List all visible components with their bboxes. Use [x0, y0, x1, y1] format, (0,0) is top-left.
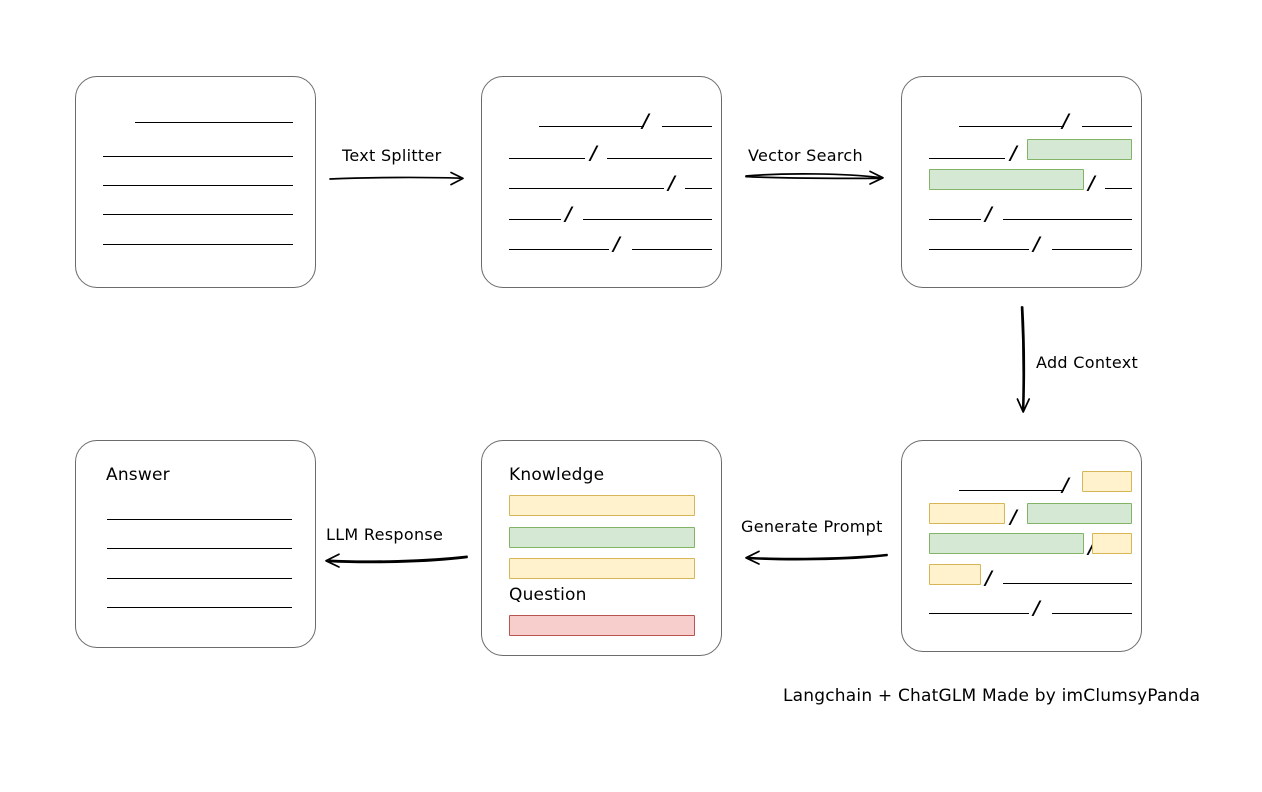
chunk-segment: [509, 249, 609, 250]
node-retrieved-chunks[interactable]: / / / / /: [901, 76, 1142, 288]
chunk-separator: /: [1088, 172, 1095, 194]
chunk-segment: [662, 126, 712, 127]
document-line: [135, 122, 293, 123]
chunk-segment: [509, 188, 664, 189]
chunk-segment: [1003, 583, 1132, 584]
edge-arrow-vector-search: [745, 170, 884, 185]
chunk-separator: /: [1010, 506, 1017, 528]
edge-arrow-llm-response: [325, 553, 468, 568]
chunk-segment: [509, 219, 561, 220]
chunk-separator: /: [1010, 142, 1017, 164]
document-line: [103, 156, 293, 157]
chunk-separator: /: [565, 203, 572, 225]
chunk-separator: /: [613, 233, 620, 255]
chunk-segment: [1105, 188, 1132, 189]
chunk-segment: [1052, 613, 1132, 614]
document-line: [103, 185, 293, 186]
prompt-knowledge-bar[interactable]: [509, 495, 695, 516]
chunk-highlight-yellow[interactable]: [1092, 533, 1132, 554]
edge-label-generate-prompt: Generate Prompt: [741, 517, 883, 536]
edge-label-add-context: Add Context: [1036, 353, 1139, 372]
chunk-separator: /: [1033, 233, 1040, 255]
chunk-highlight-yellow[interactable]: [929, 564, 981, 585]
document-line: [103, 214, 293, 215]
node-split-chunks[interactable]: / / / / /: [481, 76, 722, 288]
answer-line: [107, 607, 292, 608]
edge-arrow-generate-prompt: [745, 550, 888, 565]
chunk-highlight-green[interactable]: [929, 169, 1084, 190]
chunk-highlight-green[interactable]: [1027, 503, 1132, 524]
chunk-segment: [583, 219, 712, 220]
chunk-separator: /: [590, 142, 597, 164]
chunk-separator: /: [985, 203, 992, 225]
chunk-highlight-yellow[interactable]: [929, 503, 1005, 524]
answer-line: [107, 519, 292, 520]
chunk-segment: [959, 126, 1064, 127]
node-context-added-chunks[interactable]: / / / / /: [901, 440, 1142, 652]
chunk-highlight-green[interactable]: [929, 533, 1084, 554]
chunk-segment: [929, 219, 981, 220]
chunk-highlight-green[interactable]: [1027, 139, 1132, 160]
edge-label-llm-response: LLM Response: [326, 525, 444, 544]
chunk-highlight-yellow[interactable]: [1082, 471, 1132, 492]
chunk-segment: [929, 158, 1005, 159]
chunk-separator: /: [642, 110, 649, 132]
chunk-separator: /: [1033, 597, 1040, 619]
chunk-segment: [685, 188, 712, 189]
answer-label: Answer: [106, 465, 170, 485]
chunk-separator: /: [1062, 110, 1069, 132]
chunk-separator: /: [668, 172, 675, 194]
node-prompt[interactable]: Knowledge Question: [481, 440, 722, 656]
prompt-question-bar[interactable]: [509, 615, 695, 636]
edge-label-vector-search: Vector Search: [748, 146, 863, 165]
footer-credit: Langchain + ChatGLM Made by imClumsyPand…: [783, 686, 1201, 706]
node-answer[interactable]: Answer: [75, 440, 316, 648]
answer-line: [107, 578, 292, 579]
chunk-segment: [509, 158, 585, 159]
chunk-segment: [632, 249, 712, 250]
chunk-segment: [1003, 219, 1132, 220]
answer-line: [107, 548, 292, 549]
edge-arrow-text-splitter: [329, 171, 464, 186]
chunk-segment: [1082, 126, 1132, 127]
chunk-separator: /: [1088, 538, 1095, 557]
chunk-segment: [539, 126, 644, 127]
prompt-knowledge-bar[interactable]: [509, 527, 695, 548]
edge-arrow-add-context: [1016, 306, 1031, 413]
chunk-separator: /: [985, 567, 992, 589]
edge-label-text-splitter: Text Splitter: [342, 146, 442, 165]
chunk-segment: [929, 613, 1029, 614]
chunk-segment: [929, 249, 1029, 250]
document-line: [103, 244, 293, 245]
prompt-knowledge-label: Knowledge: [509, 465, 605, 485]
chunk-segment: [607, 158, 712, 159]
prompt-knowledge-bar[interactable]: [509, 558, 695, 579]
chunk-segment: [1052, 249, 1132, 250]
chunk-segment: [959, 490, 1064, 491]
node-source-document[interactable]: [75, 76, 316, 288]
chunk-separator: /: [1062, 474, 1069, 496]
prompt-question-label: Question: [509, 585, 587, 605]
